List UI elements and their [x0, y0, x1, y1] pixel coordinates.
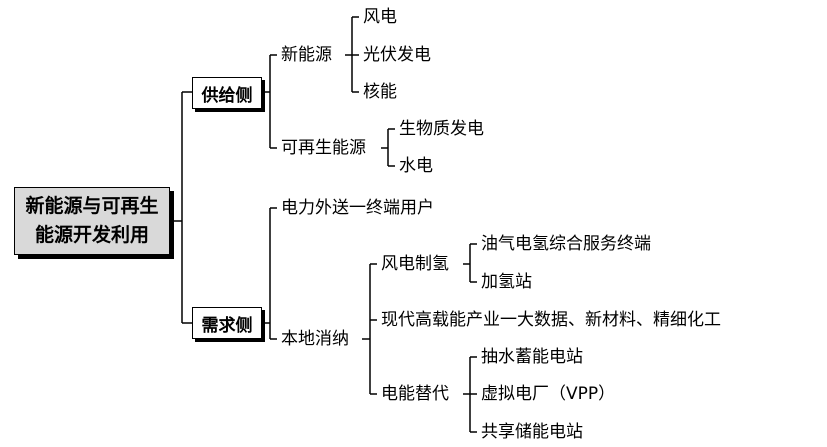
pumped-storage-node: 抽水蓄能电站 — [481, 347, 583, 367]
high-energy-industry-node: 现代高载能产业一大数据、新材料、精细化工 — [381, 310, 721, 330]
solar-pv-node: 光伏发电 — [363, 45, 431, 65]
shared-storage-node: 共享储能电站 — [481, 422, 583, 442]
supply-side-box: 供给侧 — [192, 77, 262, 109]
demand-side-box: 需求侧 — [192, 307, 262, 339]
demand-side-label: 需求侧 — [201, 315, 253, 336]
power-transmission-node: 电力外送一终端用户 — [281, 198, 434, 218]
hydropower-node: 水电 — [399, 156, 433, 176]
integrated-service-terminal-node: 油气电氢综合服务终端 — [481, 234, 651, 254]
supply-side-label: 供给侧 — [201, 85, 253, 106]
virtual-power-plant-node: 虚拟电厂（VPP） — [481, 384, 616, 404]
root-topic-box: 新能源与可再生 能源开发利用 — [14, 187, 170, 255]
renewable-energy-node: 可再生能源 — [281, 138, 366, 158]
electric-substitution-node: 电能替代 — [381, 384, 449, 404]
root-topic-line-1: 新能源与可再生 — [25, 195, 159, 217]
biomass-node: 生物质发电 — [399, 119, 484, 139]
local-consumption-node: 本地消纳 — [281, 329, 349, 349]
nuclear-node: 核能 — [363, 82, 397, 102]
wind-power-node: 风电 — [363, 7, 397, 27]
wind-hydrogen-node: 风电制氢 — [381, 254, 449, 274]
new-energy-node: 新能源 — [281, 45, 332, 65]
hydrogen-station-node: 加氢站 — [481, 272, 532, 292]
root-topic-line-2: 能源开发利用 — [34, 224, 149, 246]
